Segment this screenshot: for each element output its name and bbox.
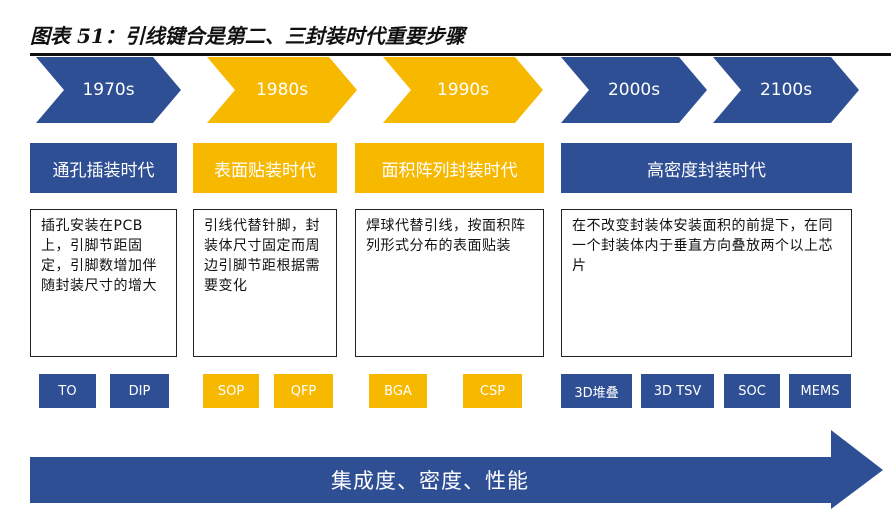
era-area-array: 面积阵列封装时代 xyxy=(355,143,544,193)
package-tag-3d-stack: 3D堆叠 xyxy=(561,374,632,408)
package-tag-to: TO xyxy=(39,374,96,408)
description-high-density: 在不改变封装体安装面积的前提下，在同一个封装体内于垂直方向叠放两个以上芯片 xyxy=(561,209,852,357)
decade-chevron-1990s xyxy=(383,57,543,123)
title-divider xyxy=(30,53,891,56)
era-surface-mount: 表面贴装时代 xyxy=(193,143,337,193)
decade-label: 2100s xyxy=(759,80,813,100)
description-surface-mount: 引线代替针脚，封装体尺寸固定而周边引脚节距根据需要变化 xyxy=(193,209,337,357)
description-area-array: 焊球代替引线，按面积阵列形式分布的表面贴装 xyxy=(355,209,544,357)
package-tag-mems: MEMS xyxy=(789,374,851,408)
decade-label: 2000s xyxy=(607,80,661,100)
decade-chevron-1980s xyxy=(207,57,357,123)
package-tag-soc: SOC xyxy=(724,374,780,408)
package-tag-bga: BGA xyxy=(369,374,427,408)
decade-label: 1980s xyxy=(255,80,309,100)
era-through-hole: 通孔插装时代 xyxy=(30,143,177,193)
decade-chevron-2100s xyxy=(713,57,859,123)
trend-arrow xyxy=(30,430,883,509)
package-tag-dip: DIP xyxy=(110,374,169,408)
package-tag-csp: CSP xyxy=(463,374,522,408)
decade-chevron-2000s xyxy=(561,57,707,123)
description-through-hole: 插孔安装在PCB上，引脚节距固定，引脚数增加伴随封装尺寸的增大 xyxy=(30,209,177,357)
figure-title: 图表 51：引线键合是第二、三封装时代重要步骤 xyxy=(30,24,465,48)
trend-arrow-label: 集成度、密度、性能 xyxy=(331,469,529,493)
era-high-density: 高密度封装时代 xyxy=(561,143,852,193)
decade-label: 1990s xyxy=(436,80,490,100)
package-tag-sop: SOP xyxy=(203,374,259,408)
decade-label: 1970s xyxy=(82,80,135,100)
decade-chevron-1970s xyxy=(36,57,181,123)
package-tag-3d-tsv: 3D TSV xyxy=(641,374,714,408)
package-tag-qfp: QFP xyxy=(274,374,333,408)
